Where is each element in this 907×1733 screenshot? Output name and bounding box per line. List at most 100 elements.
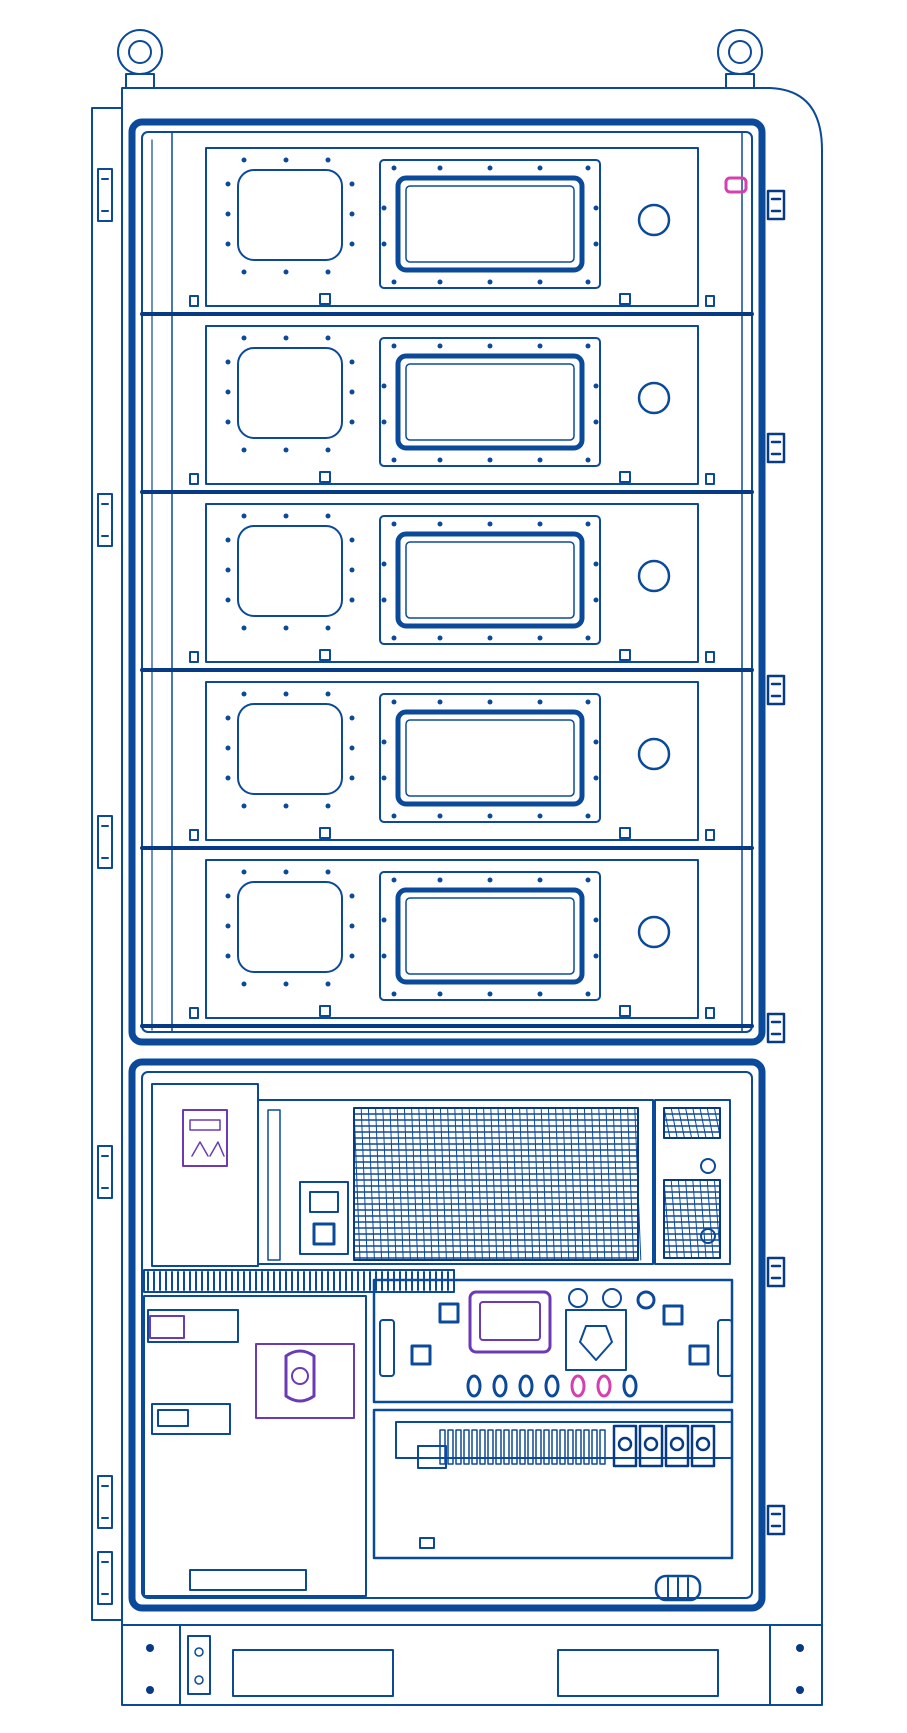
base-bolt [146,1686,154,1694]
module-bolt [487,343,493,349]
module-bolt [391,279,397,285]
inverter-module [257,1099,654,1265]
module-bolt [225,597,231,603]
module-bolt [241,335,247,341]
door-latch-5 [766,1256,786,1288]
terminal-block-4 [690,1424,716,1468]
module-bolt [437,877,443,883]
module-bolt [225,745,231,751]
module-bolt [487,457,493,463]
forklift-slot-right [557,1649,719,1697]
module-bolt [537,635,543,641]
module-cover-frame [379,515,601,645]
indicator-lights [466,1374,638,1398]
module-bolt [283,513,289,519]
module-bolt [391,457,397,463]
battery-module-3 [140,503,754,672]
door-latches [766,189,786,1536]
module-bolt [325,447,331,453]
indicator-light-6 [596,1374,612,1398]
door-hinge-6 [97,1551,113,1605]
module-bolt [487,521,493,527]
module-cover-frame [379,871,601,1001]
circuit-breaker [149,1315,185,1339]
left-door-frame [91,107,123,1621]
display-screen [468,1290,552,1354]
module-cover-frame [379,337,601,467]
indicator-light-2 [492,1374,508,1398]
module-bolt [585,165,591,171]
switch-panel [143,1295,367,1597]
module-front-plate [205,859,699,1019]
module-display-window [395,887,585,985]
module-display-window [395,175,585,273]
terminal-rail-panel [372,1408,734,1560]
module-bolt [585,343,591,349]
door-hinge-2 [97,493,113,547]
door-hinges [97,168,113,1605]
module-bolt [283,447,289,453]
module-bolt [487,991,493,997]
lower-inner-frame [141,1071,753,1599]
drain-plug [654,1574,702,1602]
module-bolt [585,635,591,641]
module-bolt [381,739,387,745]
door-hinge-5 [97,1475,113,1529]
terminal-block-1 [612,1424,638,1468]
isolator-switch [255,1343,355,1419]
panel-handle-right [717,1319,733,1377]
circuit-breaker-rail [147,1309,239,1343]
module-bolt [349,715,355,721]
door-hinge-4 [97,1145,113,1199]
battery-module-2 [140,325,754,494]
module-bolt [349,241,355,247]
module-bolt [225,893,231,899]
module-bolt [241,157,247,163]
module-bolt [381,561,387,567]
module-bolt [537,991,543,997]
module-bolt [593,419,599,425]
module-bolt [381,775,387,781]
module-bolt [349,181,355,187]
module-bolt [325,869,331,875]
module-bolt [437,165,443,171]
module-bolt [391,813,397,819]
lifting-eye-1 [117,29,163,89]
module-bolt [283,981,289,987]
module-front-plate [205,681,699,841]
module-bolt [537,343,543,349]
module-bolt [349,745,355,751]
controller-panel [372,1278,734,1404]
module-bolt [437,279,443,285]
panel-handle-left [379,1319,395,1377]
module-bolt [487,635,493,641]
lower-compartment [128,1058,766,1612]
module-bolt [593,241,599,247]
module-bolt [391,635,397,641]
terminal-block-2 [638,1424,664,1468]
module-bolt [391,521,397,527]
lifting-eye-hole [128,40,152,64]
fuse-holder [151,1403,231,1435]
lifting-eyes [117,29,763,89]
module-port [637,737,671,771]
module-bolt [225,537,231,543]
module-bolt [283,691,289,697]
module-bolt [225,359,231,365]
module-bolt [349,567,355,573]
door-latch-2 [766,432,786,464]
module-bolt [225,211,231,217]
module-bolt [225,775,231,781]
module-bolt [241,447,247,453]
module-bolt [593,561,599,567]
module-bolt [391,877,397,883]
module-bolt [283,157,289,163]
terminal-blocks [439,1424,716,1468]
module-bolt [487,699,493,705]
module-bolt [593,953,599,959]
module-bolt [537,699,543,705]
module-bolt [381,419,387,425]
battery-module-5 [140,859,754,1028]
module-bolt [487,279,493,285]
module-bolt [381,917,387,923]
